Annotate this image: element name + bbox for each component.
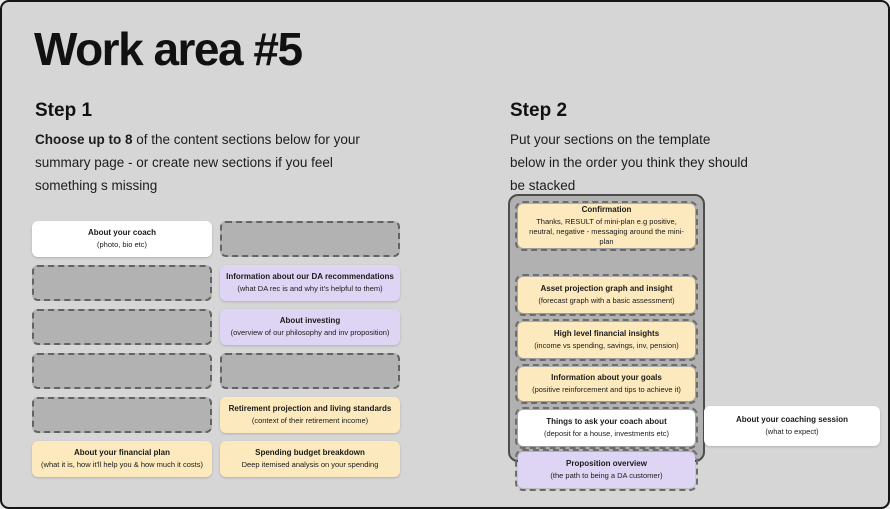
- step2-description: Put your sections on the template below …: [510, 132, 748, 193]
- step2-stacking-template[interactable]: Confirmation Thanks, RESULT of mini-plan…: [508, 194, 705, 491]
- card-title: About investing: [279, 316, 341, 325]
- template-slot[interactable]: Things to ask your coach about (deposit …: [515, 407, 698, 449]
- card-subtitle: Deep itemised analysis on your spending: [241, 460, 379, 469]
- stack-card-about-goals[interactable]: Information about your goals (positive r…: [518, 367, 695, 401]
- empty-card-placeholder[interactable]: [32, 309, 212, 345]
- content-card-about-investing[interactable]: About investing (overview of our philoso…: [220, 309, 400, 345]
- step1-card-grid: About your coach (photo, bio etc) About …: [32, 221, 400, 477]
- card-title: About your coaching session: [735, 415, 848, 424]
- card-title: High level financial insights: [553, 329, 660, 338]
- card-title: Spending budget breakdown: [255, 448, 365, 457]
- stack-card-financial-insights[interactable]: High level financial insights (income vs…: [518, 322, 695, 358]
- template-slot[interactable]: Asset projection graph and insight (fore…: [515, 274, 698, 316]
- card-title: About your financial plan: [73, 448, 170, 457]
- template-slot[interactable]: Proposition overview (the path to being …: [515, 449, 698, 491]
- card-subtitle: (forecast graph with a basic assessment): [538, 296, 675, 305]
- card-title: Information about your goals: [551, 373, 662, 382]
- stack-card-confirmation[interactable]: Confirmation Thanks, RESULT of mini-plan…: [518, 204, 695, 248]
- card-title: Asset projection graph and insight: [540, 284, 673, 293]
- stack-card-things-to-ask[interactable]: Things to ask your coach about (deposit …: [518, 410, 695, 446]
- stack-card-asset-projection[interactable]: Asset projection graph and insight (fore…: [518, 277, 695, 313]
- card-subtitle: (what it is, how it'll help you & how mu…: [41, 460, 203, 469]
- card-subtitle: (positive reinforcement and tips to achi…: [532, 385, 681, 394]
- template-slot[interactable]: High level financial insights (income vs…: [515, 319, 698, 361]
- empty-card-placeholder[interactable]: [220, 221, 400, 257]
- empty-card-placeholder[interactable]: [32, 397, 212, 433]
- content-card-about-your-coach[interactable]: About your coach (photo, bio etc): [32, 221, 212, 257]
- content-card-retirement-projection[interactable]: Retirement projection and living standar…: [220, 397, 400, 433]
- card-subtitle: (photo, bio etc): [96, 240, 148, 249]
- card-title: Proposition overview: [566, 459, 647, 468]
- step1-description: Choose up to 8 of the content sections b…: [35, 128, 361, 197]
- content-card-spending-budget[interactable]: Spending budget breakdown Deep itemised …: [220, 441, 400, 477]
- card-subtitle: (overview of our philosophy and inv prop…: [230, 328, 390, 337]
- card-title: About your coach: [87, 228, 156, 237]
- content-card-da-recommendations[interactable]: Information about our DA recommendations…: [220, 265, 400, 301]
- empty-card-placeholder[interactable]: [220, 353, 400, 389]
- card-title: Information about our DA recommendations: [226, 272, 394, 281]
- empty-card-placeholder[interactable]: [32, 353, 212, 389]
- card-subtitle: (deposit for a house, investments etc): [543, 429, 670, 438]
- card-subtitle: (what DA rec is and why it's helpful to …: [237, 284, 383, 293]
- card-subtitle: (the path to being a DA customer): [550, 471, 663, 480]
- step1-description-rest: of the content sections below for your s…: [35, 132, 360, 193]
- card-title: Things to ask your coach about: [546, 417, 667, 426]
- step1-heading: Step 1: [35, 100, 93, 121]
- step1-description-bold: Choose up to 8: [35, 132, 133, 147]
- page-title: Work area #5: [34, 23, 303, 75]
- card-subtitle: (income vs spending, savings, inv, pensi…: [534, 341, 679, 350]
- card-title: Retirement projection and living standar…: [228, 404, 392, 413]
- card-subtitle: (what to expect): [765, 427, 819, 436]
- card-subtitle: (context of their retirement income): [251, 416, 369, 425]
- card-title: Confirmation: [581, 205, 632, 214]
- card-subtitle: Thanks, RESULT of mini-plan e.g positive…: [529, 217, 684, 246]
- stack-card-proposition-overview[interactable]: Proposition overview (the path to being …: [518, 452, 695, 488]
- template-slot[interactable]: Information about your goals (positive r…: [515, 364, 698, 404]
- step2-heading: Step 2: [510, 100, 568, 121]
- content-card-financial-plan[interactable]: About your financial plan (what it is, h…: [32, 441, 212, 477]
- template-slot[interactable]: Confirmation Thanks, RESULT of mini-plan…: [515, 201, 698, 251]
- empty-card-placeholder[interactable]: [32, 265, 212, 301]
- content-card-coaching-session[interactable]: About your coaching session (what to exp…: [704, 406, 880, 446]
